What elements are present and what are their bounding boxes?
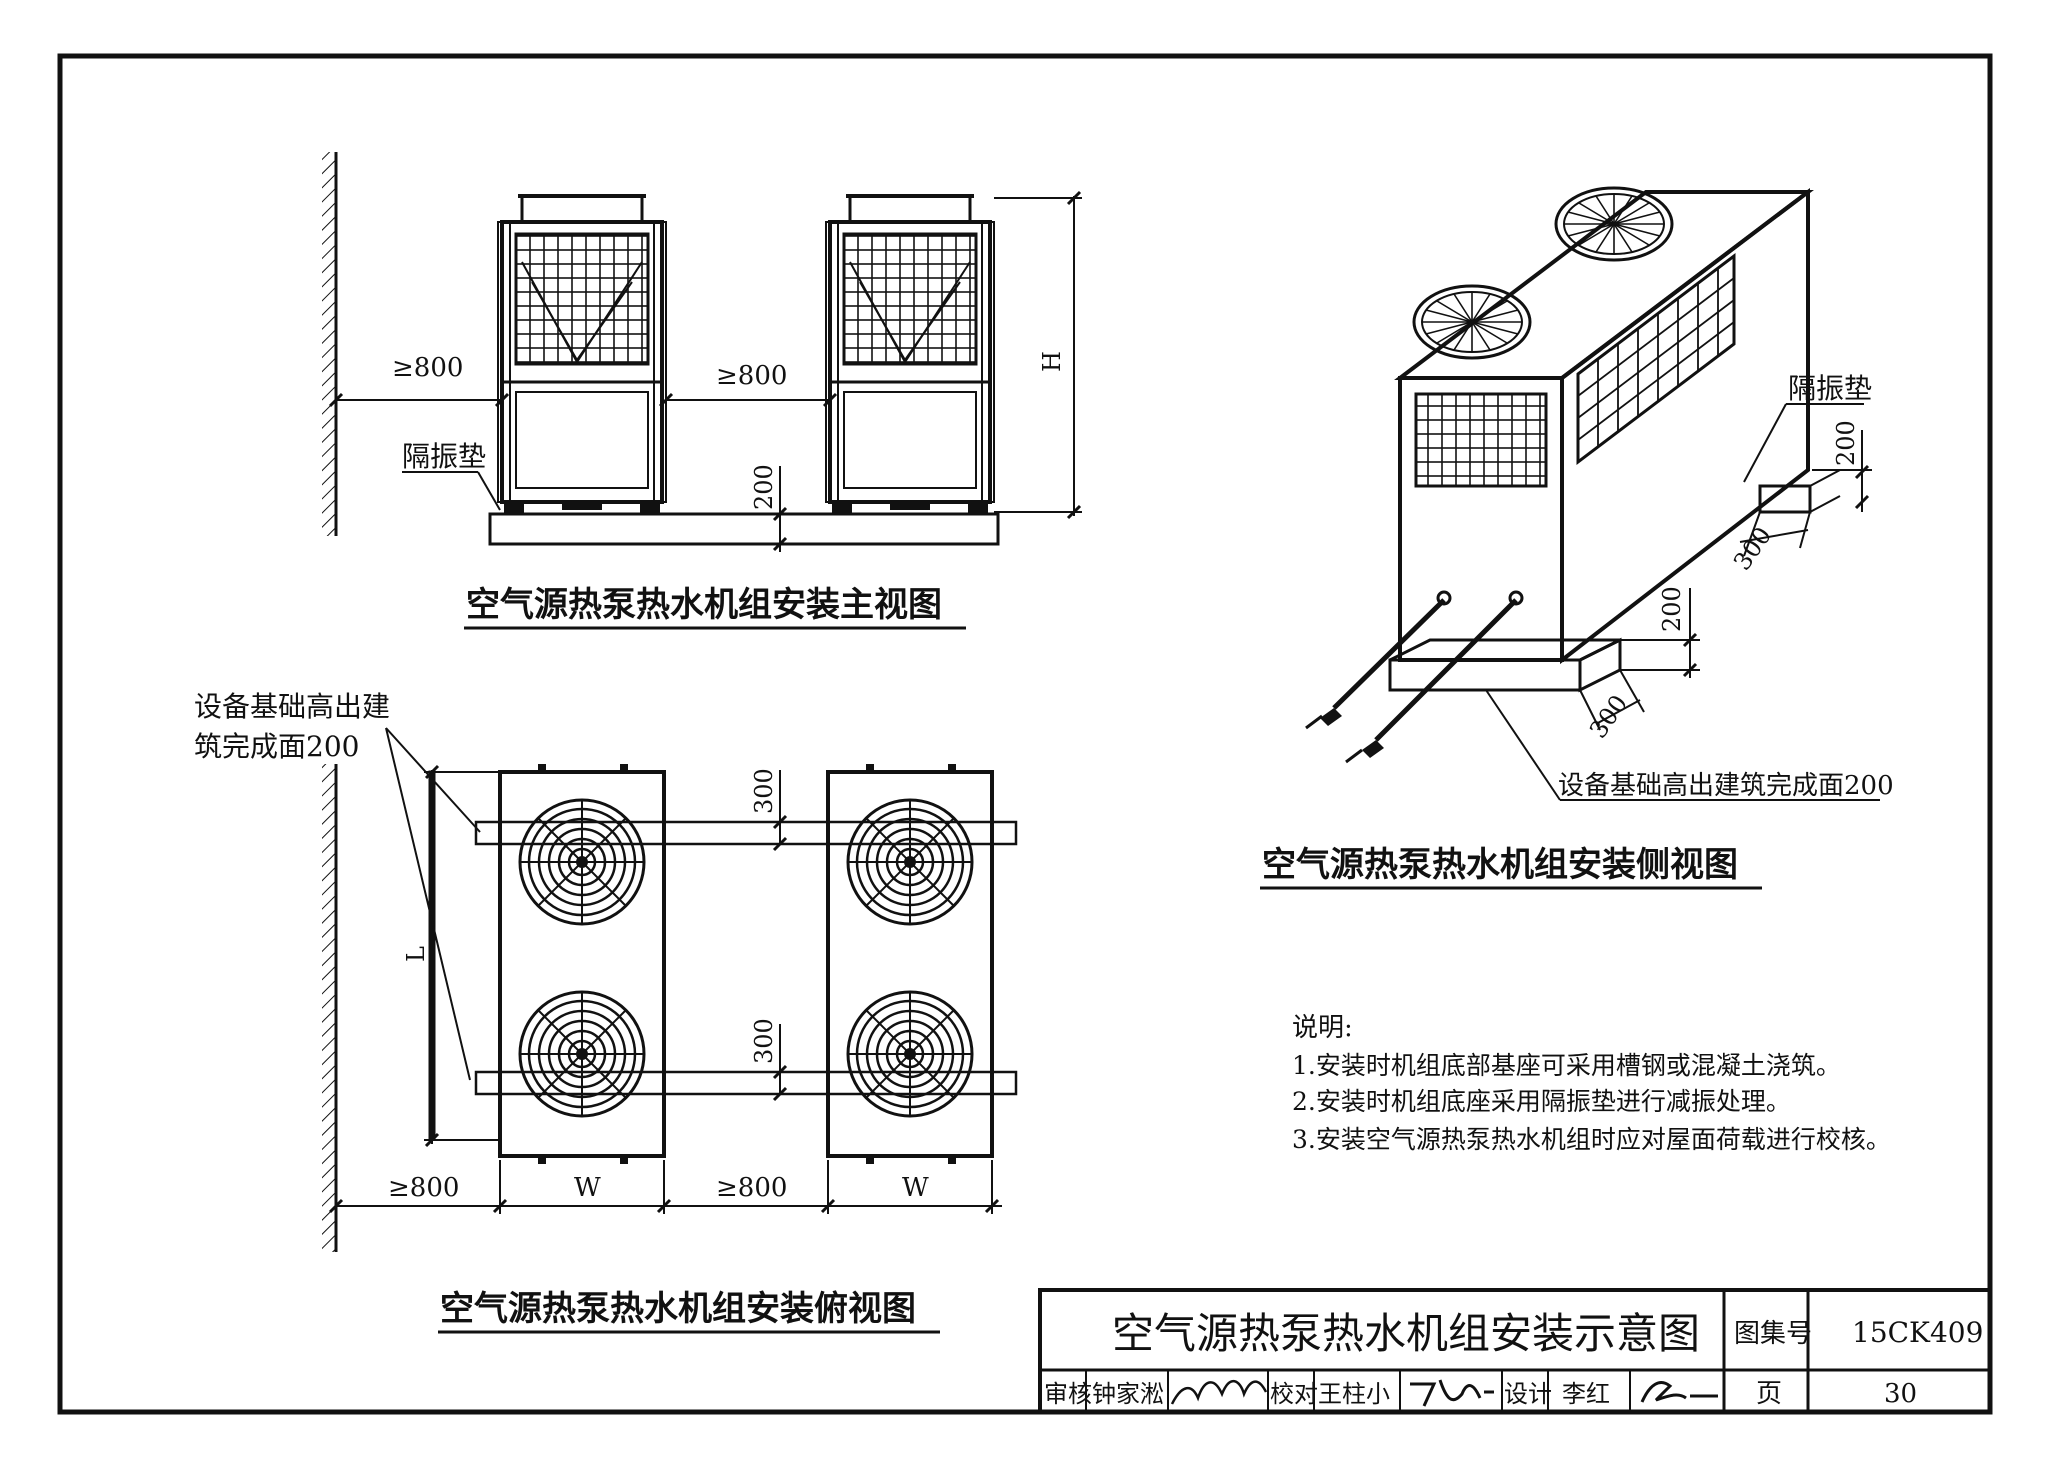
side-unit-right-face [1560, 187, 1810, 665]
note-item-2: 2.安装时机组底座采用隔振垫进行减振处理。 [1292, 1087, 1791, 1116]
side-base-note: 设备基础高出建筑完成面200 [1558, 771, 1894, 801]
top-unit-1 [498, 770, 666, 1158]
top-view-title: 空气源热泵热水机组安装俯视图 [440, 1289, 916, 1329]
front-dim-unit-gap: ≥800 [716, 361, 787, 391]
reviewer-name: 钟家淞 [1092, 1380, 1164, 1408]
designer-name: 李红 [1562, 1380, 1610, 1408]
atlas-number: 15CK409 [1852, 1316, 1983, 1349]
note-item-3: 3.安装空气源热泵热水机组时应对屋面荷载进行校核。 [1292, 1125, 1891, 1154]
page-number: 30 [1884, 1379, 1917, 1409]
atlas-label: 图集号 [1734, 1319, 1812, 1349]
front-view: ≥800 ≥800 隔振垫 200 H 空气源热泵热水机组安装主视图 [322, 152, 1082, 630]
front-pad-label: 隔振垫 [402, 440, 486, 473]
front-dim-base-height: 200 [750, 464, 778, 510]
review-label: 审核 [1044, 1380, 1092, 1408]
top-dim-upper-offset: 300 [750, 768, 778, 814]
notes-heading: 说明: [1292, 1013, 1353, 1043]
top-unit-2 [826, 770, 994, 1158]
top-dim-length: L [402, 946, 430, 962]
sheet-border [57, 53, 1993, 1415]
top-base-note-line1: 设备基础高出建 [194, 690, 390, 723]
side-pad-label: 隔振垫 [1788, 372, 1872, 405]
top-dim-width-2: W [902, 1173, 929, 1203]
side-dim-lower-width: 300 [1584, 690, 1633, 744]
page-label: 页 [1756, 1379, 1782, 1409]
top-dim-wall-gap: ≥800 [388, 1173, 459, 1203]
top-dim-unit-gap: ≥800 [716, 1173, 787, 1203]
top-base-note-line2: 筑完成面200 [194, 730, 359, 763]
top-view: L 300 300 ≥800 W ≥800 W 设备基础高出建 筑完成面200 … [194, 690, 1018, 1334]
drawing-title: 空气源热泵热水机组安装示意图 [1112, 1309, 1700, 1358]
top-dim-lower-offset: 300 [750, 1018, 778, 1064]
side-unit-top-face [1394, 190, 1814, 380]
side-dim-upper-height: 200 [1832, 420, 1860, 466]
front-dim-wall-gap: ≥800 [392, 353, 463, 383]
check-label: 校对 [1270, 1380, 1318, 1408]
top-dim-width-1: W [574, 1173, 601, 1203]
side-dim-lower-height: 200 [1658, 586, 1686, 632]
side-view-title: 空气源热泵热水机组安装侧视图 [1262, 845, 1738, 885]
front-view-title: 空气源热泵热水机组安装主视图 [466, 585, 942, 625]
designer-signature [1640, 1381, 1718, 1403]
front-base [488, 512, 1000, 546]
side-view: 隔振垫 200 300 200 300 设备基础高出建筑完成面200 空气源热泵… [1260, 186, 1894, 890]
checker-signature [1410, 1379, 1494, 1407]
side-dim-upper-width: 300 [1728, 522, 1777, 576]
design-label: 设计 [1504, 1380, 1552, 1408]
reviewer-signature [1170, 1380, 1268, 1405]
notes: 说明: 1.安装时机组底部基座可采用槽钢或混凝土浇筑。 2.安装时机组底座采用隔… [1292, 1013, 1891, 1154]
front-unit-2 [824, 194, 996, 516]
wall-hatch [322, 152, 336, 536]
front-dim-height: H [1038, 351, 1066, 372]
checker-name: 王柱小 [1318, 1380, 1390, 1408]
front-unit-1 [496, 194, 668, 516]
title-block: 空气源热泵热水机组安装示意图 图集号 15CK409 审核 钟家淞 校对 王柱小… [1038, 1288, 1992, 1414]
note-item-1: 1.安装时机组底部基座可采用槽钢或混凝土浇筑。 [1292, 1051, 1841, 1080]
